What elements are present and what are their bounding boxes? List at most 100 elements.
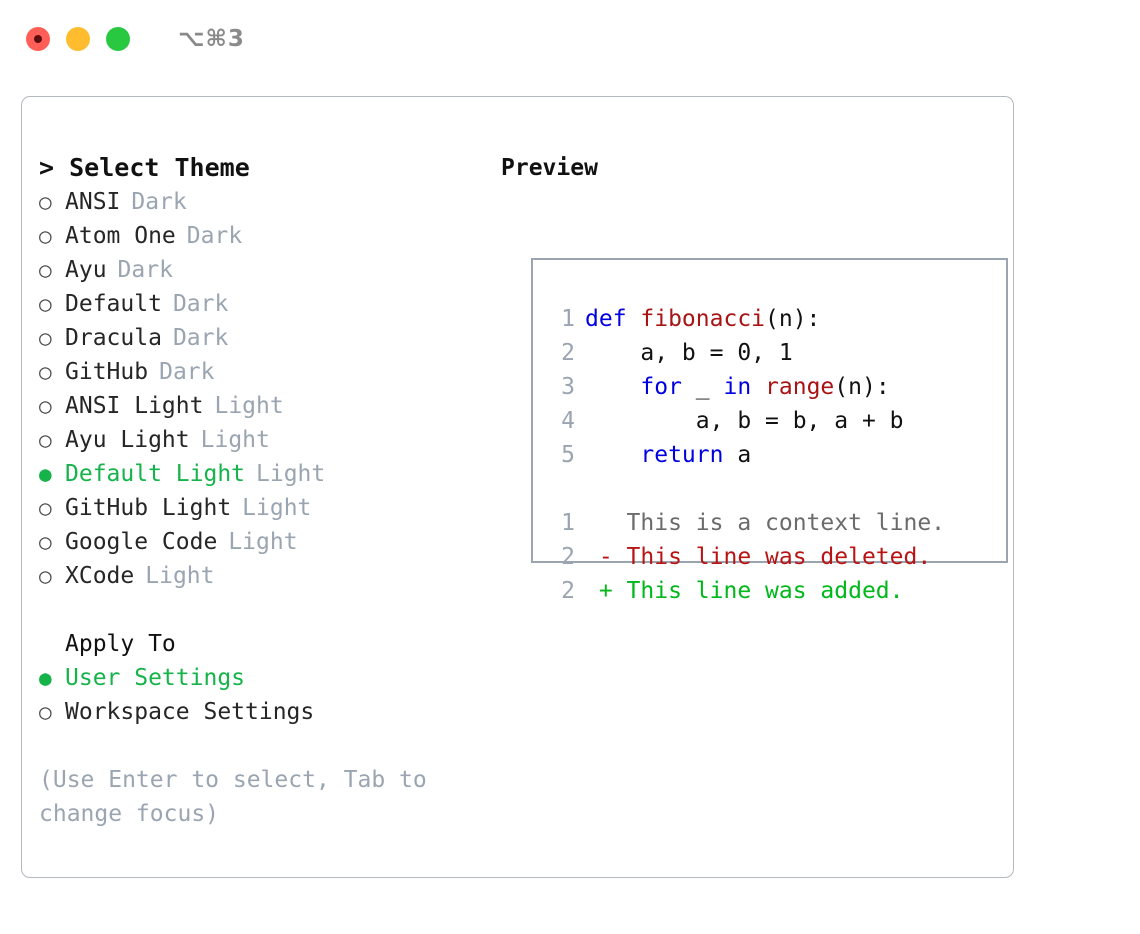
theme-option-github[interactable]: ○ GitHub Dark: [39, 355, 499, 389]
radio-unselected-icon: ○: [39, 258, 52, 282]
code-token: This is a context line.: [585, 510, 946, 536]
theme-option-variant: Dark: [131, 189, 187, 215]
code-token: in: [723, 374, 766, 400]
theme-option-label: Atom One: [65, 223, 176, 249]
line-number: 5: [561, 442, 575, 468]
theme-option-variant: Light: [228, 529, 298, 555]
radio-unselected-icon: ○: [39, 428, 52, 452]
diff-line: 2 - This line was deleted.: [549, 540, 945, 574]
keyboard-shortcut-label: ⌥⌘3: [178, 26, 245, 52]
select-theme-title: Select Theme: [69, 153, 250, 182]
code-line: 2 a, b = 0, 1: [549, 336, 945, 370]
theme-option-label: GitHub Light: [65, 495, 232, 521]
theme-option-ayu-light[interactable]: ○ Ayu Light Light: [39, 423, 499, 457]
theme-option-variant: Dark: [186, 223, 243, 249]
line-number: 2: [561, 544, 575, 570]
radio-unselected-icon: ○: [39, 360, 52, 384]
list-spacer: [39, 593, 499, 627]
theme-option-github-light[interactable]: ○ GitHub Light Light: [39, 491, 499, 525]
theme-option-variant: Dark: [117, 257, 173, 283]
code-token: + This line was added.: [585, 578, 904, 604]
radio-unselected-icon: ○: [39, 564, 52, 588]
code-token: def: [585, 306, 641, 332]
window-controls: [26, 27, 130, 51]
theme-option-variant: Light: [242, 495, 312, 521]
code-token: (n):: [765, 306, 821, 332]
radio-unselected-icon: ○: [39, 394, 52, 418]
theme-option-label: XCode: [65, 563, 135, 589]
theme-option-atom-one[interactable]: ○ Atom One Dark: [39, 219, 499, 253]
theme-option-variant: Light: [200, 427, 270, 453]
code-token: [585, 442, 640, 468]
code-token: _: [681, 374, 724, 400]
code-token: for: [640, 374, 682, 400]
code-token: fibonacci: [640, 306, 766, 332]
close-button[interactable]: [26, 27, 50, 51]
code-token: range: [765, 374, 835, 400]
line-number: 1: [561, 510, 575, 536]
theme-option-default[interactable]: ○ Default Dark: [39, 287, 499, 321]
code-token: a: [723, 442, 752, 468]
radio-unselected-icon: ○: [39, 224, 52, 248]
apply-to-option-user-settings[interactable]: ● User Settings: [39, 661, 499, 695]
line-number: 4: [561, 408, 575, 434]
apply-to-header: Apply To: [65, 631, 176, 657]
apply-to-option-label: User Settings: [65, 665, 246, 691]
code-line: 5 return a: [549, 438, 945, 472]
theme-option-variant: Dark: [159, 359, 215, 385]
prompt-caret-icon: >: [39, 153, 55, 182]
theme-option-label: Google Code: [65, 529, 218, 555]
code-token: (n):: [834, 374, 890, 400]
theme-option-label: ANSI: [65, 189, 121, 215]
theme-option-xcode[interactable]: ○ XCode Light: [39, 559, 499, 593]
theme-option-variant: Light: [214, 393, 284, 419]
theme-option-label: Dracula: [65, 325, 162, 351]
select-theme-header: > Select Theme: [39, 151, 499, 185]
code-token: return: [640, 442, 724, 468]
theme-option-ansi[interactable]: ○ ANSI Dark: [39, 185, 499, 219]
theme-option-label: GitHub: [65, 359, 149, 385]
theme-option-variant: Light: [256, 461, 326, 487]
theme-option-label: Ayu: [65, 257, 107, 283]
line-number: 1: [561, 306, 575, 332]
theme-option-label: ANSI Light: [65, 393, 204, 419]
theme-option-label: Default: [65, 291, 162, 317]
line-number: 3: [561, 374, 575, 400]
theme-option-ayu[interactable]: ○ Ayu Dark: [39, 253, 499, 287]
diff-line: 1 This is a context line.: [549, 506, 945, 540]
code-token: [585, 374, 640, 400]
code-line: 4 a, b = b, a + b: [549, 404, 945, 438]
diff-line: 2 + This line was added.: [549, 574, 945, 608]
theme-option-ansi-light[interactable]: ○ ANSI Light Light: [39, 389, 499, 423]
radio-unselected-icon: ○: [39, 292, 52, 316]
code-line: 1 def fibonacci(n):: [549, 302, 945, 336]
title-bar: ⌥⌘3: [0, 0, 1140, 78]
apply-to-option-workspace-settings[interactable]: ○Workspace Settings: [39, 695, 499, 729]
apply-to-list[interactable]: ● User Settings ○Workspace Settings: [39, 661, 499, 729]
radio-unselected-icon: ○: [39, 190, 52, 214]
theme-option-variant: Dark: [172, 291, 229, 317]
code-diff-separator: [549, 472, 945, 506]
theme-option-label: Ayu Light: [65, 427, 190, 453]
preview-title: Preview: [501, 155, 598, 181]
radio-unselected-icon: ○: [39, 496, 52, 520]
apply-to-option-label: Workspace Settings: [65, 699, 315, 725]
code-token: - This line was deleted.: [585, 544, 932, 570]
minimize-button[interactable]: [66, 27, 90, 51]
radio-selected-icon: ●: [39, 666, 52, 690]
maximize-button[interactable]: [106, 27, 130, 51]
radio-selected-icon: ●: [39, 462, 52, 486]
theme-option-variant: Dark: [172, 325, 229, 351]
line-number: 2: [561, 578, 575, 604]
theme-option-variant: Light: [145, 563, 215, 589]
